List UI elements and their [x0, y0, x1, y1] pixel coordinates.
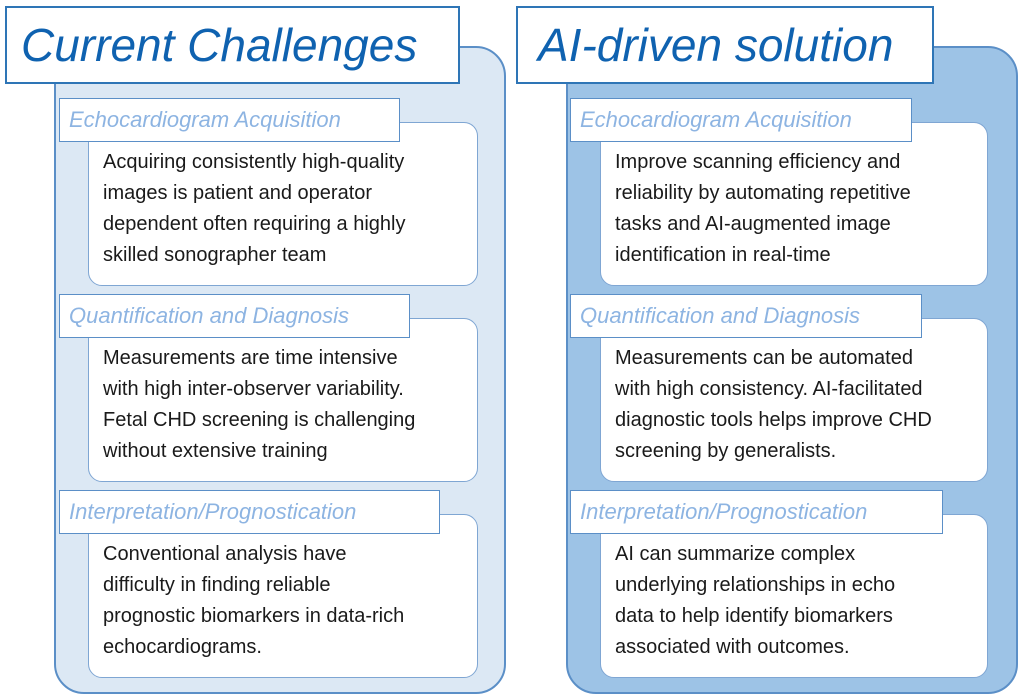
challenge-label-quantification: Quantification and Diagnosis: [59, 294, 410, 338]
challenge-card-quantification: Measurements are time intensive with hig…: [88, 318, 478, 482]
solution-label-acquisition: Echocardiogram Acquisition: [570, 98, 912, 142]
challenge-interpretation-text: Conventional analysis have difficulty in…: [103, 543, 405, 658]
challenge-card-interpretation: Conventional analysis have difficulty in…: [88, 514, 478, 678]
ai-solution-title: AI-driven solution: [516, 6, 934, 84]
solution-quantification-text: Measurements can be automated with high …: [615, 347, 932, 462]
solution-card-interpretation: AI can summarize complex underlying rela…: [600, 514, 988, 678]
challenge-acquisition-text: Acquiring consistently high-quality imag…: [103, 151, 406, 266]
solution-interpretation-text: AI can summarize complex underlying rela…: [615, 543, 896, 658]
challenge-quantification-text: Measurements are time intensive with hig…: [103, 347, 416, 462]
solution-card-quantification: Measurements can be automated with high …: [600, 318, 988, 482]
solution-card-acquisition: Improve scanning efficiency and reliabil…: [600, 122, 988, 286]
current-challenges-title: Current Challenges: [5, 6, 460, 84]
challenge-label-interpretation: Interpretation/Prognostication: [59, 490, 440, 534]
challenge-card-acquisition: Acquiring consistently high-quality imag…: [88, 122, 478, 286]
solution-label-interpretation: Interpretation/Prognostication: [570, 490, 943, 534]
solution-acquisition-text: Improve scanning efficiency and reliabil…: [615, 151, 911, 266]
challenge-label-acquisition: Echocardiogram Acquisition: [59, 98, 400, 142]
solution-label-quantification: Quantification and Diagnosis: [570, 294, 922, 338]
